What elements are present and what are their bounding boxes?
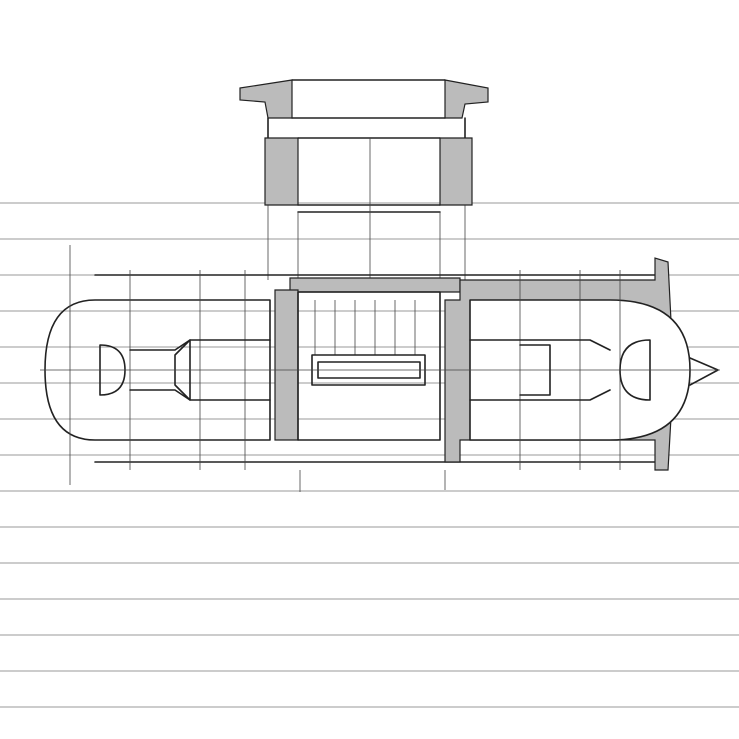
tower-section <box>239 79 489 280</box>
main-body <box>40 245 720 492</box>
